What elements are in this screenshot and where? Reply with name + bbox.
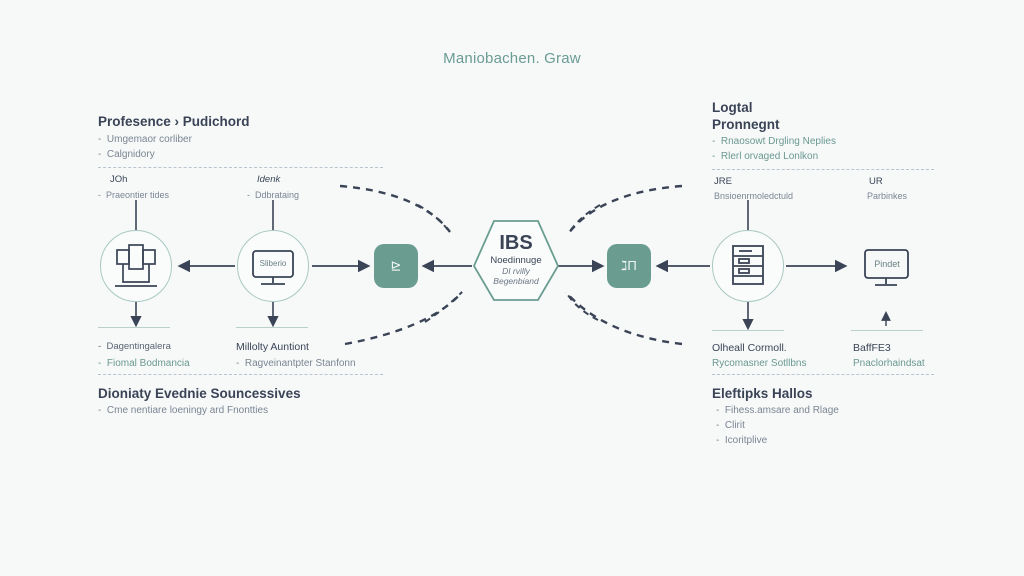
right-bottom2-sub: Pnaclorhaindsat [853,358,925,369]
right-col2-label: UR [869,176,883,187]
right-bullet-1: - Rnaosowt Drgling Neplies [712,136,836,147]
right-col1-bottom-rule [712,330,784,331]
dashed-curve-bottom-right-inner [565,291,599,321]
cabinet-icon [115,244,157,287]
left-bullet-2-text: Calgnidory [106,149,155,160]
right-col1-label: JRE [714,176,732,187]
right-bottom-divider [712,374,934,375]
left-footer-bullet-1: - Cme nentiare loeningy ard Fnontties [98,405,269,416]
left-bottom1-sub: - Fiomal Bodmancia [98,358,190,369]
left-bottom2-label: Millolty Auntiont [236,341,309,353]
right-footer-bullet-1: - Fihess.amsare and Rlage [716,405,839,416]
left-heading: Profesence › Pudichord [98,114,250,129]
dashed-curve-top-right-inner [567,204,601,235]
left-bottom2-sub-text: Ragveinantpter Stanfonn [244,358,356,369]
left-col1-sub-text: Praeontier tides [106,190,170,200]
right-square-node[interactable]: ℷΠ [607,244,651,288]
right-top-divider [712,169,934,170]
right-bullet-2-text: Rlerl orvaged Lonlkon [720,151,819,162]
server-rack-icon [732,245,764,285]
hub-line-2: DI rvilly [502,266,530,276]
right-col2-bottom-rule [851,330,923,331]
left-col1-label: JOh [110,174,128,185]
right-footer-bullet-3: - Icoritplive [716,435,768,446]
left-bullet-1-text: Umgemaor corliber [106,134,192,145]
diagram-title: Maniobachen. Graw [443,50,581,67]
right-bullet-1-text: Rnaosowt Drgling Neplies [720,136,836,147]
right-footer-bullet-3-text: Icoritplive [724,435,768,446]
left-col1-bottom-rule [98,327,170,328]
hub-line-1: Noedinnuge [490,255,542,266]
left-square-glyph-icon: ⊵ [390,258,402,273]
left-bottom1-label-text: Dagentingalera [106,341,171,352]
right-bottom1-sub: Rycomasner Sotllbns [712,358,807,369]
left-top-divider [98,167,383,168]
right-col1-sub: Bnsioenrmoledctuld [714,191,794,201]
left-monitor-text: Sliberio [259,259,287,268]
hub-line-3: Begenbiand [493,276,539,286]
left-bottom-divider [98,374,383,375]
right-square-glyph-icon: ℷΠ [621,258,637,273]
dashed-curve-bottom-right [565,291,683,346]
right-footer-heading: Eleftipks Hallos [712,386,813,401]
left-col2-bottom-rule [236,327,308,328]
dashed-curve-bottom-left-inner [424,291,463,323]
hub-node[interactable]: IBS Noedinnuge DI rvilly Begenbiand [474,232,558,286]
hub-hexagon [472,220,560,301]
dashed-curve-top-left-inner [417,204,449,231]
left-bullet-1: - Umgemaor corliber [98,134,192,145]
left-col1-sub: - Praeontier tides [98,190,170,200]
left-col2-sub-text: Ddbrataing [255,190,300,200]
hub-title: IBS [499,232,533,254]
left-bullet-2: - Calgnidory [98,149,155,160]
right-heading-line1: Logtal [712,100,753,115]
left-node-1[interactable] [100,230,172,302]
left-col2-label: Idenk [257,174,281,185]
right-bottom1-label: Olheall Cormoll. [712,342,787,354]
left-col2-sub: - Ddbrataing [247,190,300,200]
right-bullet-2: - Rlerl orvaged Lonlkon [712,151,819,162]
monitor-icon [252,250,294,285]
left-footer-bullet-1-text: Cme nentiare loeningy ard Fnontties [106,405,269,416]
dashed-curve-top-left [339,184,451,233]
right-footer-bullet-2-text: Clirit [724,420,745,431]
right-footer-bullet-1-text: Fihess.amsare and Rlage [724,405,839,416]
right-heading-line2: Pronnegnt [712,117,780,132]
left-footer-heading: Dioniaty Evednie Souncessives [98,386,301,401]
dashed-curve-top-right [567,184,683,235]
left-bottom1-sub-text: Fiomal Bodmancia [106,358,190,369]
right-bottom2-label: BaffFE3 [853,342,891,354]
left-bottom1-label: - Dagentingalera [98,341,171,352]
left-square-node[interactable]: ⊵ [374,244,418,288]
left-node-2[interactable] [237,230,309,302]
right-monitor-text: Pindet [874,259,900,269]
left-bottom2-sub: - Ragveinantpter Stanfonn [236,358,356,369]
right-monitor-icon [864,249,909,286]
dashed-curve-bottom-left [344,291,463,346]
right-footer-bullet-2: - Clirit [716,420,745,431]
right-col2-sub: Parbinkes [867,191,908,201]
